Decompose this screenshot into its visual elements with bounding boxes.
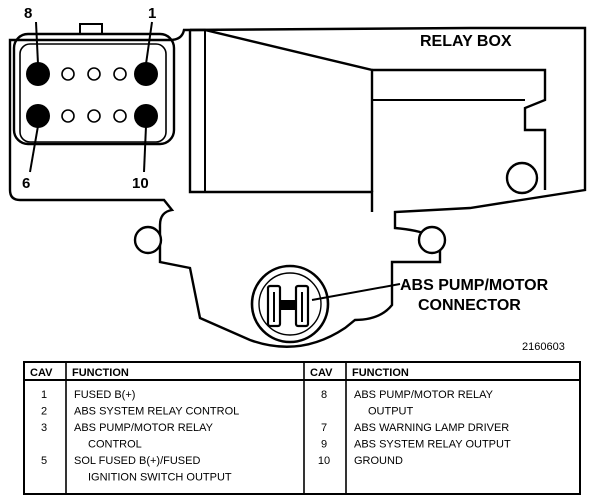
pin-1 xyxy=(134,62,158,86)
table-cell-function-left: FUSED B(+) xyxy=(74,389,135,401)
pump-motor-key xyxy=(280,300,296,310)
mounting-hole-lower-left xyxy=(133,225,163,255)
table-cell-function-left: ABS SYSTEM RELAY CONTROL xyxy=(74,406,239,418)
connector-latch xyxy=(79,23,103,34)
pin-cavity xyxy=(61,67,75,81)
pump-motor-connector-inner xyxy=(258,272,322,336)
pin-cavity xyxy=(87,67,101,81)
table-cell-cav-left: 5 xyxy=(41,455,47,467)
connector-inner xyxy=(19,43,167,143)
table-cell-cav-right: 9 xyxy=(321,439,327,451)
pin-label-6: 6 xyxy=(22,175,30,192)
table-cell-cav-left: 3 xyxy=(41,422,47,434)
leader-pin-6 xyxy=(29,125,39,173)
pin-cavity xyxy=(61,109,75,123)
figure-id: 2160603 xyxy=(522,341,565,353)
table-cell-function-left: ABS PUMP/MOTOR RELAY xyxy=(74,422,214,434)
leader-pin-1 xyxy=(145,21,153,65)
callout-line-1: ABS PUMP/MOTOR xyxy=(400,277,549,294)
table-cell-cav-right: 8 xyxy=(321,389,327,401)
table-cell-function-right: GROUND xyxy=(354,455,403,467)
table-cell-cav-right: 10 xyxy=(318,455,330,467)
table-cell-function-right: ABS PUMP/MOTOR RELAY xyxy=(354,389,494,401)
table-header-function-left: FUNCTION xyxy=(72,367,129,379)
pin-cavity xyxy=(87,109,101,123)
table-left-rows: 1 FUSED B(+) 2 ABS SYSTEM RELAY CONTROL 3 ABS… xyxy=(41,389,239,484)
leader-pin-8 xyxy=(35,21,39,65)
leader-pin-10 xyxy=(143,125,147,173)
table-right-rows: 8 ABS PUMP/MOTOR RELAY OUTPUT 7 ABS WARNING … xyxy=(318,389,511,467)
pin-label-8: 8 xyxy=(24,5,32,22)
table-header-function-right: FUNCTION xyxy=(352,367,409,379)
pin-cavity xyxy=(113,67,127,81)
relay-box-housing xyxy=(8,26,587,348)
pin-6 xyxy=(26,104,50,128)
table-cell-cav-left: 1 xyxy=(41,389,47,401)
table-cell-cav-left: 2 xyxy=(41,406,47,418)
connector-housing xyxy=(12,32,176,146)
table-cell-function-left: CONTROL xyxy=(88,439,142,451)
pin-8 xyxy=(26,62,50,86)
table-header-cav-left: CAV xyxy=(30,367,53,379)
relay-block-top-edge xyxy=(190,28,374,192)
mounting-hole-right xyxy=(505,161,539,195)
relay-box-title: RELAY BOX xyxy=(420,33,512,50)
callout-leader xyxy=(311,283,401,301)
table-cell-function-left: IGNITION SWITCH OUTPUT xyxy=(88,472,232,484)
table-cell-function-right: ABS SYSTEM RELAY OUTPUT xyxy=(354,439,511,451)
pin-label-1: 1 xyxy=(148,5,156,22)
pin-label-10: 10 xyxy=(132,175,149,192)
pin-cavity xyxy=(113,109,127,123)
table-cell-function-right: OUTPUT xyxy=(368,406,414,418)
relay-block-face xyxy=(188,30,374,212)
relay-block-right xyxy=(372,68,547,190)
table-header-cav-right: CAV xyxy=(310,367,333,379)
table-cell-function-left: SOL FUSED B(+)/FUSED xyxy=(74,455,200,467)
mounting-hole-lower-right xyxy=(417,225,447,255)
table-border xyxy=(23,361,581,495)
table-cell-cav-right: 7 xyxy=(321,422,327,434)
table-cell-function-right: ABS WARNING LAMP DRIVER xyxy=(354,422,509,434)
callout-line-2: CONNECTOR xyxy=(418,297,521,314)
pin-10 xyxy=(134,104,158,128)
